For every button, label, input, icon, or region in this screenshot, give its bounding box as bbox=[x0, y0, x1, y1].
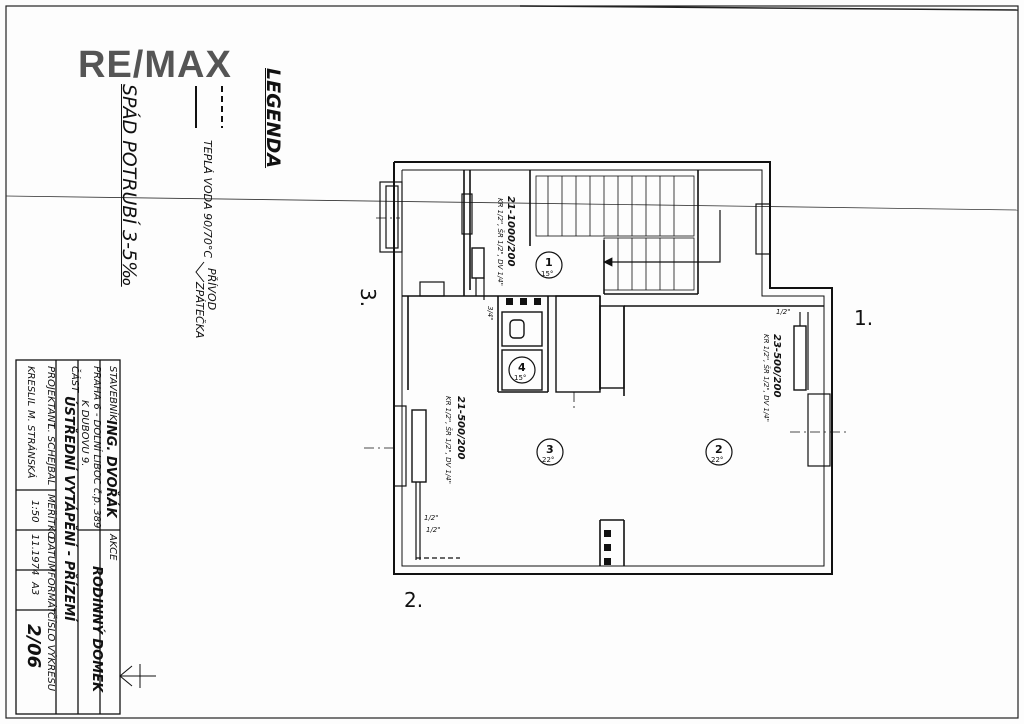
tb-investor: ING. DVOŘÁK bbox=[103, 420, 118, 518]
chimney-vents bbox=[506, 298, 611, 565]
sheet-border bbox=[5, 5, 1019, 719]
legend-bracket bbox=[195, 261, 205, 283]
tb-part-label: ČÁST bbox=[69, 366, 80, 393]
pipe-size-label: 1/2" bbox=[424, 514, 439, 522]
room-circles bbox=[508, 251, 733, 466]
room-number-2: 2 bbox=[715, 443, 723, 456]
tb-drawn: M. STRÁNSKÁ bbox=[25, 410, 36, 479]
pipe-slope-note: SPÁD POTRUBÍ 3-5‰ bbox=[118, 84, 140, 287]
tb-designer-label: PROJEKTANT bbox=[45, 366, 56, 429]
axis-lines bbox=[360, 217, 850, 449]
boiler bbox=[501, 311, 543, 391]
heater-spec-room3: KR 1/2", ŠR 1/2", DV 1/4" bbox=[444, 396, 452, 484]
tb-date: 11.1974 bbox=[29, 534, 40, 576]
tb-address-2: K DUBOVU 9. bbox=[79, 400, 90, 467]
center-line-horizontal bbox=[5, 195, 1019, 211]
tb-drawn-label: KRESLIL bbox=[25, 366, 36, 407]
tb-format-label: FORMÁT bbox=[45, 572, 56, 614]
heater-spec-room2: KR 1/2", ŠR 1/2", DV 1/4" bbox=[762, 334, 770, 422]
room-temp-2: 22° bbox=[711, 456, 724, 464]
partitions bbox=[402, 170, 824, 566]
heater-label-room2: 23-500/200 bbox=[771, 334, 782, 398]
title-block-frame bbox=[15, 359, 121, 715]
pipe-size-label: 1/2" bbox=[426, 526, 441, 534]
tb-date-label: DATUM bbox=[45, 536, 56, 572]
legend-return-label: ZPÁTEČKA bbox=[193, 282, 206, 339]
staircase bbox=[535, 175, 721, 291]
tb-designer: L. SCHEJBAL bbox=[45, 424, 56, 486]
room-temp-1: 15° bbox=[541, 270, 554, 278]
legend-supply-label: PŘÍVOD bbox=[205, 268, 218, 311]
pipe-size-label: 3/4" bbox=[486, 306, 494, 321]
tb-investor-label: STAVEBNÍK bbox=[107, 366, 118, 421]
tb-scale: 1:50 bbox=[29, 500, 40, 523]
building-walls bbox=[393, 161, 833, 575]
north-arrow bbox=[119, 664, 156, 688]
room-number-1: 1 bbox=[545, 256, 553, 269]
tb-action-label: AKCE bbox=[107, 534, 118, 561]
room-number-4: 4 bbox=[518, 361, 526, 374]
tb-address-1: PRAHA 6 - DOLNÍ LIBOC č.p. 389 bbox=[91, 366, 102, 529]
windows bbox=[379, 181, 831, 487]
fold-line-top bbox=[519, 5, 1019, 11]
tb-part: ÚSTŘEDNÍ VYTÁPĚNÍ - PŘÍZEMÍ bbox=[61, 396, 76, 622]
heater-spec-room1: KR 1/2", ŠR 1/2", DV 1/4" bbox=[496, 198, 504, 286]
tb-scale-label: MĚŘÍTKO bbox=[45, 494, 56, 540]
heater-label-room3: 21-500/200 bbox=[455, 396, 466, 460]
pipe-size-label: 1/2" bbox=[776, 308, 791, 316]
legend-title: LEGENDA bbox=[262, 68, 284, 169]
room-temp-4: 15° bbox=[514, 374, 527, 382]
tb-action: RODINNÝ DOMEK bbox=[89, 566, 104, 693]
legend-water-label: TEPLÁ VODA 90/70°C bbox=[201, 140, 214, 259]
room-number-3: 3 bbox=[546, 443, 554, 456]
remax-logo: RE/MAX bbox=[78, 44, 232, 86]
tb-drawing-number: 2/06 bbox=[23, 624, 44, 669]
radiators bbox=[411, 247, 807, 483]
view-marker-1: 1. bbox=[854, 306, 874, 330]
tb-format: A3 bbox=[29, 582, 40, 596]
view-marker-3: 3. bbox=[356, 288, 380, 308]
heater-label-room1: 21-1000/200 bbox=[505, 196, 516, 267]
tb-number-label: ČÍSLO VÝKRESU bbox=[45, 612, 56, 692]
view-marker-2: 2. bbox=[404, 588, 424, 612]
room-temp-3: 22° bbox=[542, 456, 555, 464]
heating-pipes bbox=[415, 278, 809, 560]
